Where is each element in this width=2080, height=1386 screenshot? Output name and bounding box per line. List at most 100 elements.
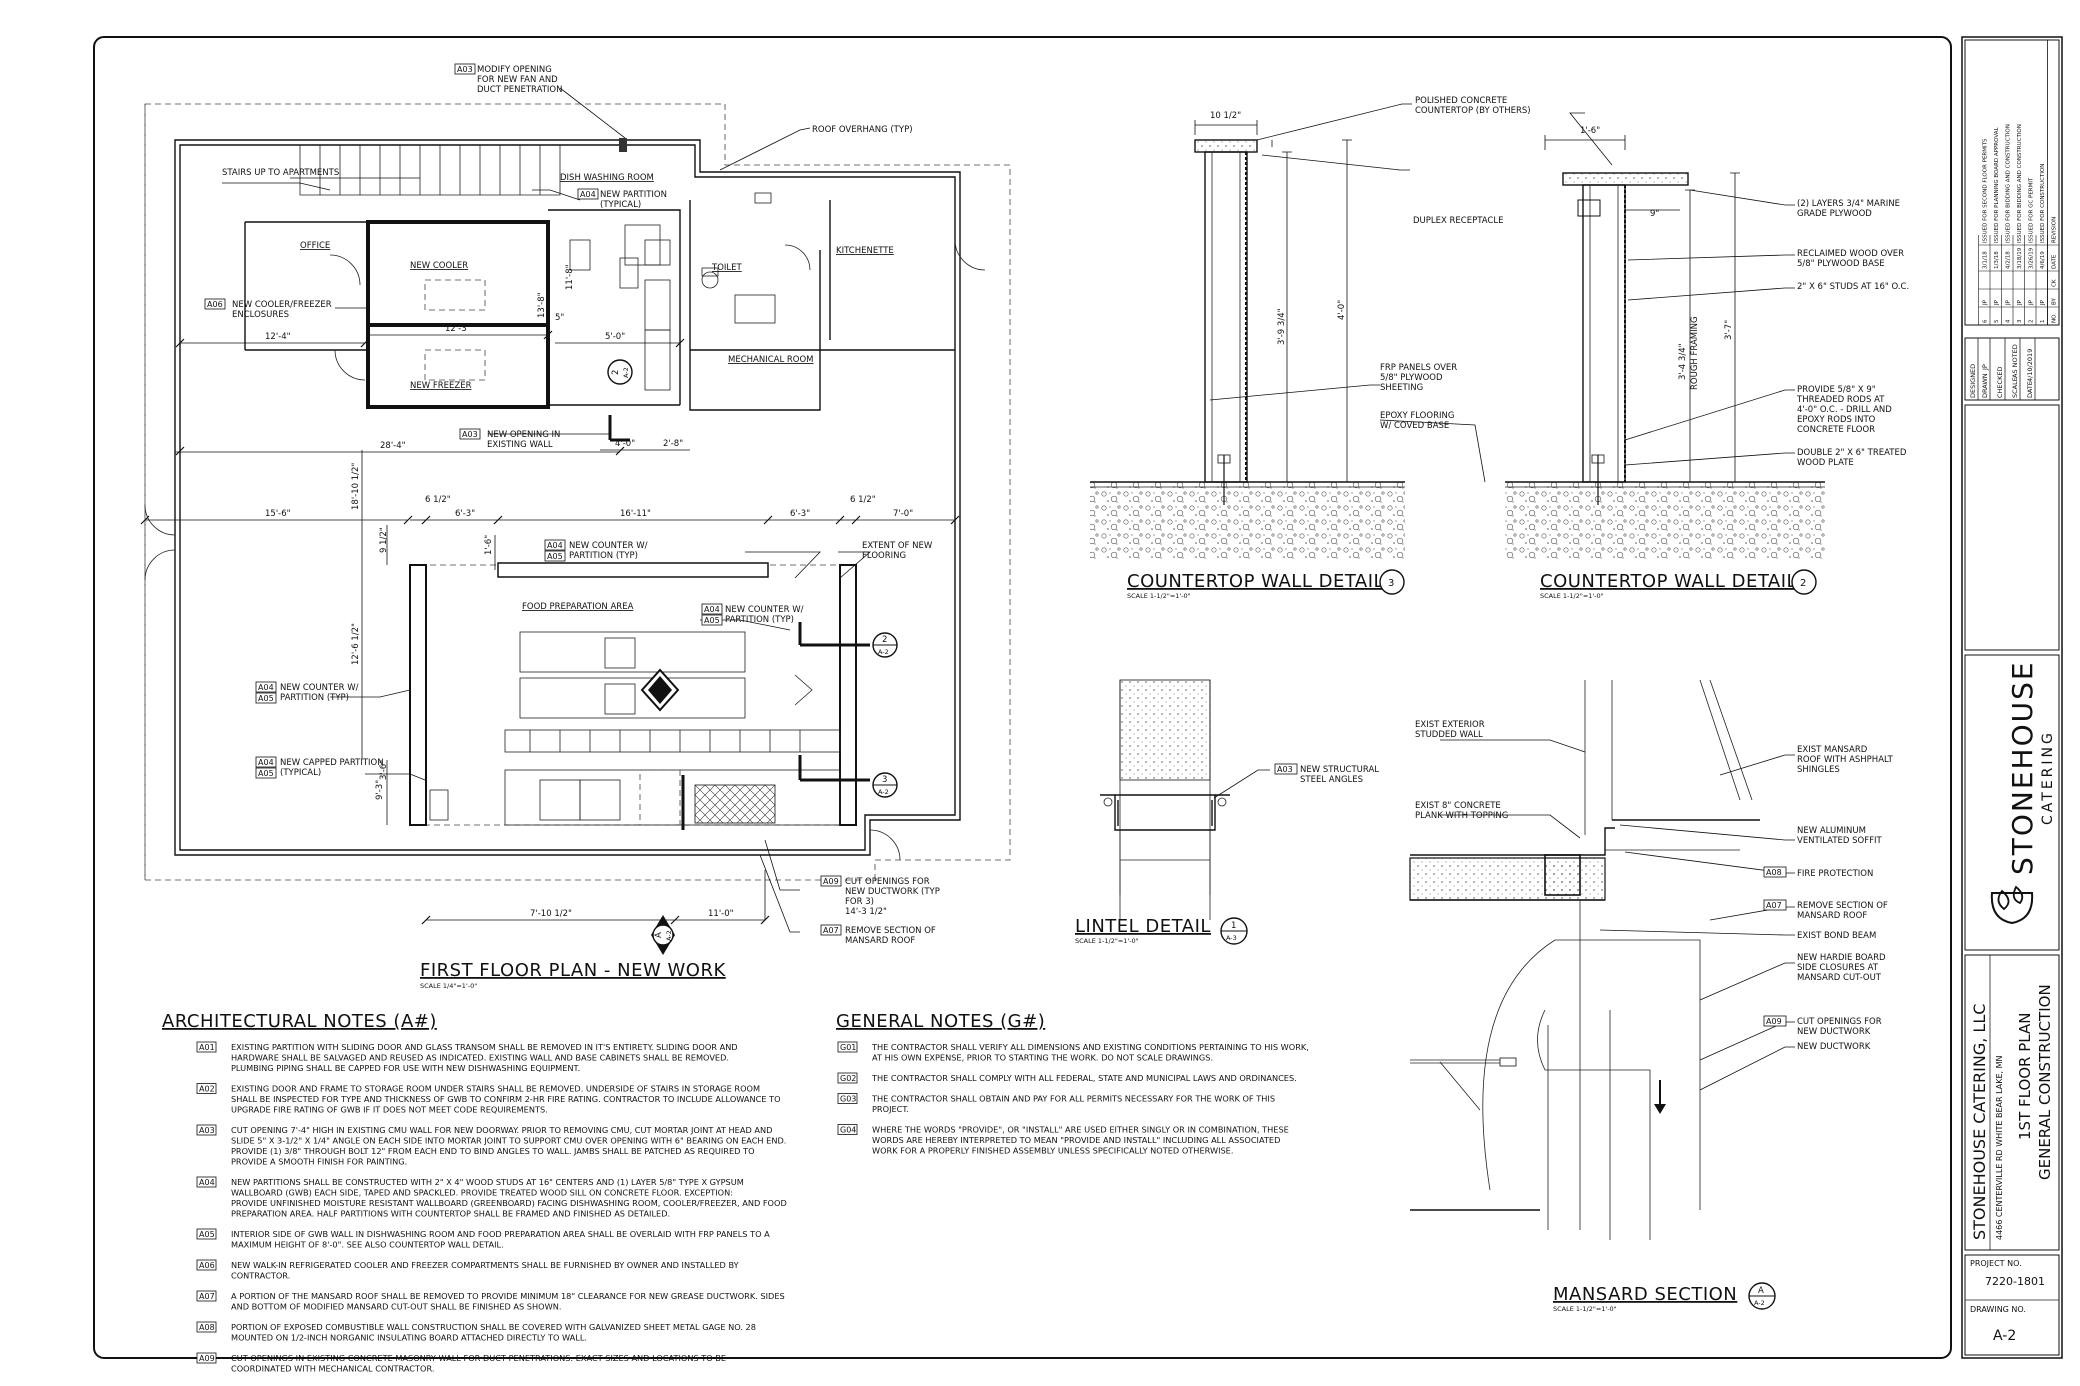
svg-text:MODIFY OPENING: MODIFY OPENING (477, 65, 552, 75)
room-mech: MECHANICAL ROOM (728, 355, 814, 365)
svg-text:EXIST 8" CONCRETE: EXIST 8" CONCRETE (1415, 801, 1501, 811)
svg-text:A-2: A-2 (1754, 1299, 1765, 1307)
svg-text:A05: A05 (547, 552, 563, 561)
note-line: PLUMBING PIPING SHALL BE CAPPED FOR USE … (231, 1063, 580, 1073)
plan-scale: SCALE 1/4"=1'-0" (420, 982, 477, 990)
rev-cell: ISSUED FOR BIDDING AND CONSTRUCTION (2017, 124, 2023, 243)
svg-text:SCALE: SCALE (2011, 377, 2019, 398)
svg-text:MANSARD CUT-OUT: MANSARD CUT-OUT (1797, 973, 1882, 983)
room-dish: DISH WASHING ROOM (560, 173, 654, 183)
svg-text:EXIST BOND BEAM: EXIST BOND BEAM (1797, 931, 1876, 941)
note-line: CUT OPENING 7'-4" HIGH IN EXISTING CMU W… (231, 1125, 772, 1135)
rev-cell: 3 (2017, 319, 2023, 323)
svg-text:A06: A06 (207, 300, 223, 309)
note-line: WHERE THE WORDS "PROVIDE", OR "INSTALL" … (872, 1125, 1289, 1135)
svg-text:1ST FLOOR PLAN: 1ST FLOOR PLAN (2016, 1013, 2034, 1140)
svg-text:W/ COVED BASE: W/ COVED BASE (1380, 421, 1449, 431)
svg-text:12'-6 1/2": 12'-6 1/2" (351, 623, 361, 665)
svg-text:EXIST MANSARD: EXIST MANSARD (1797, 745, 1868, 755)
svg-text:2: 2 (611, 370, 621, 375)
svg-text:NEW PARTITION: NEW PARTITION (600, 190, 667, 200)
svg-text:(TYPICAL): (TYPICAL) (600, 200, 641, 210)
svg-text:A-2: A-2 (622, 367, 630, 378)
svg-text:EPOXY FLOORING: EPOXY FLOORING (1380, 411, 1454, 421)
svg-text:COUNTERTOP WALL DETAIL: COUNTERTOP WALL DETAIL (1540, 571, 1797, 592)
room-kitchenette: KITCHENETTE (836, 246, 894, 256)
svg-text:STONEHOUSE CATERING, LLC: STONEHOUSE CATERING, LLC (1970, 1004, 1989, 1240)
svg-text:SHEETING: SHEETING (1380, 383, 1423, 393)
rev-cell: 3/18/19 (2017, 247, 2023, 269)
svg-text:DESIGNED: DESIGNED (1969, 364, 1977, 398)
svg-text:DUPLEX RECEPTACLE: DUPLEX RECEPTACLE (1413, 216, 1503, 226)
svg-text:FRP PANELS OVER: FRP PANELS OVER (1380, 363, 1457, 373)
svg-text:SCALE 1-1/2"=1'-0": SCALE 1-1/2"=1'-0" (1540, 592, 1604, 600)
note-line: WORDS ARE HEREBY INTERPRETED TO MEAN "PR… (872, 1135, 1280, 1145)
svg-text:FIRE PROTECTION: FIRE PROTECTION (1797, 869, 1873, 879)
note-tag: A03 (199, 1126, 215, 1135)
note-item: A05 INTERIOR SIDE OF GWB WALL IN DISHWASH… (196, 1228, 770, 1250)
svg-text:3'-6": 3'-6" (379, 760, 389, 780)
svg-text:18'-10 1/2": 18'-10 1/2" (351, 463, 361, 510)
svg-text:3'-9 3/4": 3'-9 3/4" (1277, 308, 1287, 345)
svg-text:A08: A08 (1766, 868, 1782, 877)
svg-text:6 1/2": 6 1/2" (850, 495, 876, 505)
note-line: INTERIOR SIDE OF GWB WALL IN DISHWASHING… (231, 1229, 770, 1239)
title-block-border (1961, 36, 2063, 1359)
svg-text:(2) LAYERS 3/4" MARINE: (2) LAYERS 3/4" MARINE (1797, 199, 1900, 209)
svg-text:A03: A03 (457, 65, 473, 74)
rev-cell: JP (1983, 299, 1989, 306)
rev-header-cell: NO. (2052, 313, 2058, 323)
svg-text:4466 CENTERVILLE RD WHITE BEAR: 4466 CENTERVILLE RD WHITE BEAR LAKE, MN (1995, 1056, 2004, 1240)
svg-text:SIDE CLOSURES AT: SIDE CLOSURES AT (1797, 963, 1879, 973)
svg-text:4'-0": 4'-0" (615, 439, 635, 449)
rev-cell: ISSUED FOR PLANNING BOARD APPROVAL (1994, 127, 2000, 243)
svg-text:11'-8": 11'-8" (565, 264, 575, 290)
svg-text:SHINGLES: SHINGLES (1797, 765, 1840, 775)
svg-text:15'-6": 15'-6" (265, 509, 291, 519)
svg-text:A09: A09 (823, 877, 839, 886)
svg-text:10 1/2": 10 1/2" (1210, 111, 1241, 121)
svg-text:DATE: DATE (2026, 381, 2034, 398)
first-floor-plan: OFFICE NEW COOLER NEW FREEZER DISH WASHI… (140, 63, 1011, 990)
note-tag: A09 (199, 1354, 215, 1363)
rev-header-cell: BY (2052, 298, 2058, 305)
svg-text:A04: A04 (547, 541, 563, 550)
note-tag: A05 (199, 1230, 215, 1239)
note-line: WORK FOR A PROPERLY FINISHED ASSEMBLY UN… (872, 1146, 1233, 1156)
svg-text:NEW COUNTER W/: NEW COUNTER W/ (725, 605, 804, 615)
note-line: PROJECT. (872, 1104, 909, 1114)
room-food: FOOD PREPARATION AREA (522, 602, 634, 612)
svg-text:ROUGH FRAMING: ROUGH FRAMING (1690, 316, 1700, 390)
svg-text:THREADED RODS AT: THREADED RODS AT (1796, 395, 1885, 405)
cooler-freezer-enclosure (366, 220, 550, 409)
svg-text:PROJECT NO.: PROJECT NO. (1970, 1259, 2022, 1268)
svg-text:A: A (1758, 1286, 1764, 1296)
rev-cell: JP (2017, 299, 2023, 306)
svg-text:COUNTERTOP WALL DETAIL: COUNTERTOP WALL DETAIL (1127, 571, 1384, 592)
svg-text:1'-6": 1'-6" (1580, 126, 1600, 136)
svg-text:7'-10 1/2": 7'-10 1/2" (530, 909, 572, 919)
svg-text:A04: A04 (258, 683, 274, 692)
rev-header-cell: CK (2052, 279, 2058, 287)
rev-cell: 4/6/19 (2040, 251, 2046, 269)
rev-cell: ISSUED FOR BIDDING AND CONSTRUCTION (2006, 124, 2012, 243)
svg-text:LINTEL DETAIL: LINTEL DETAIL (1075, 916, 1211, 937)
countertop-detail-2: 1'-6" 9" 3'-4 3/4" ROUGH FRAMING 3'-7" (… (1505, 112, 1909, 600)
svg-text:CUT OPENINGS FOR: CUT OPENINGS FOR (845, 877, 930, 887)
note-line: THE CONTRACTOR SHALL VERIFY ALL DIMENSIO… (871, 1042, 1309, 1052)
note-line: SLIDE 5" X 3-1/2" X 1/4" ANGLE ON EACH S… (231, 1136, 786, 1146)
svg-text:9": 9" (1650, 209, 1659, 219)
plan-title: FIRST FLOOR PLAN - NEW WORK (420, 960, 726, 981)
svg-text:3'-4 3/4": 3'-4 3/4" (1678, 343, 1688, 380)
svg-text:DUCT PENETRATION: DUCT PENETRATION (477, 85, 562, 95)
rev-cell: ISSUED FOR GC PERMIT (2029, 177, 2035, 243)
svg-text:5": 5" (555, 313, 564, 323)
note-line: THE CONTRACTOR SHALL OBTAIN AND PAY FOR … (871, 1094, 1275, 1104)
svg-text:7'-0": 7'-0" (893, 509, 913, 519)
